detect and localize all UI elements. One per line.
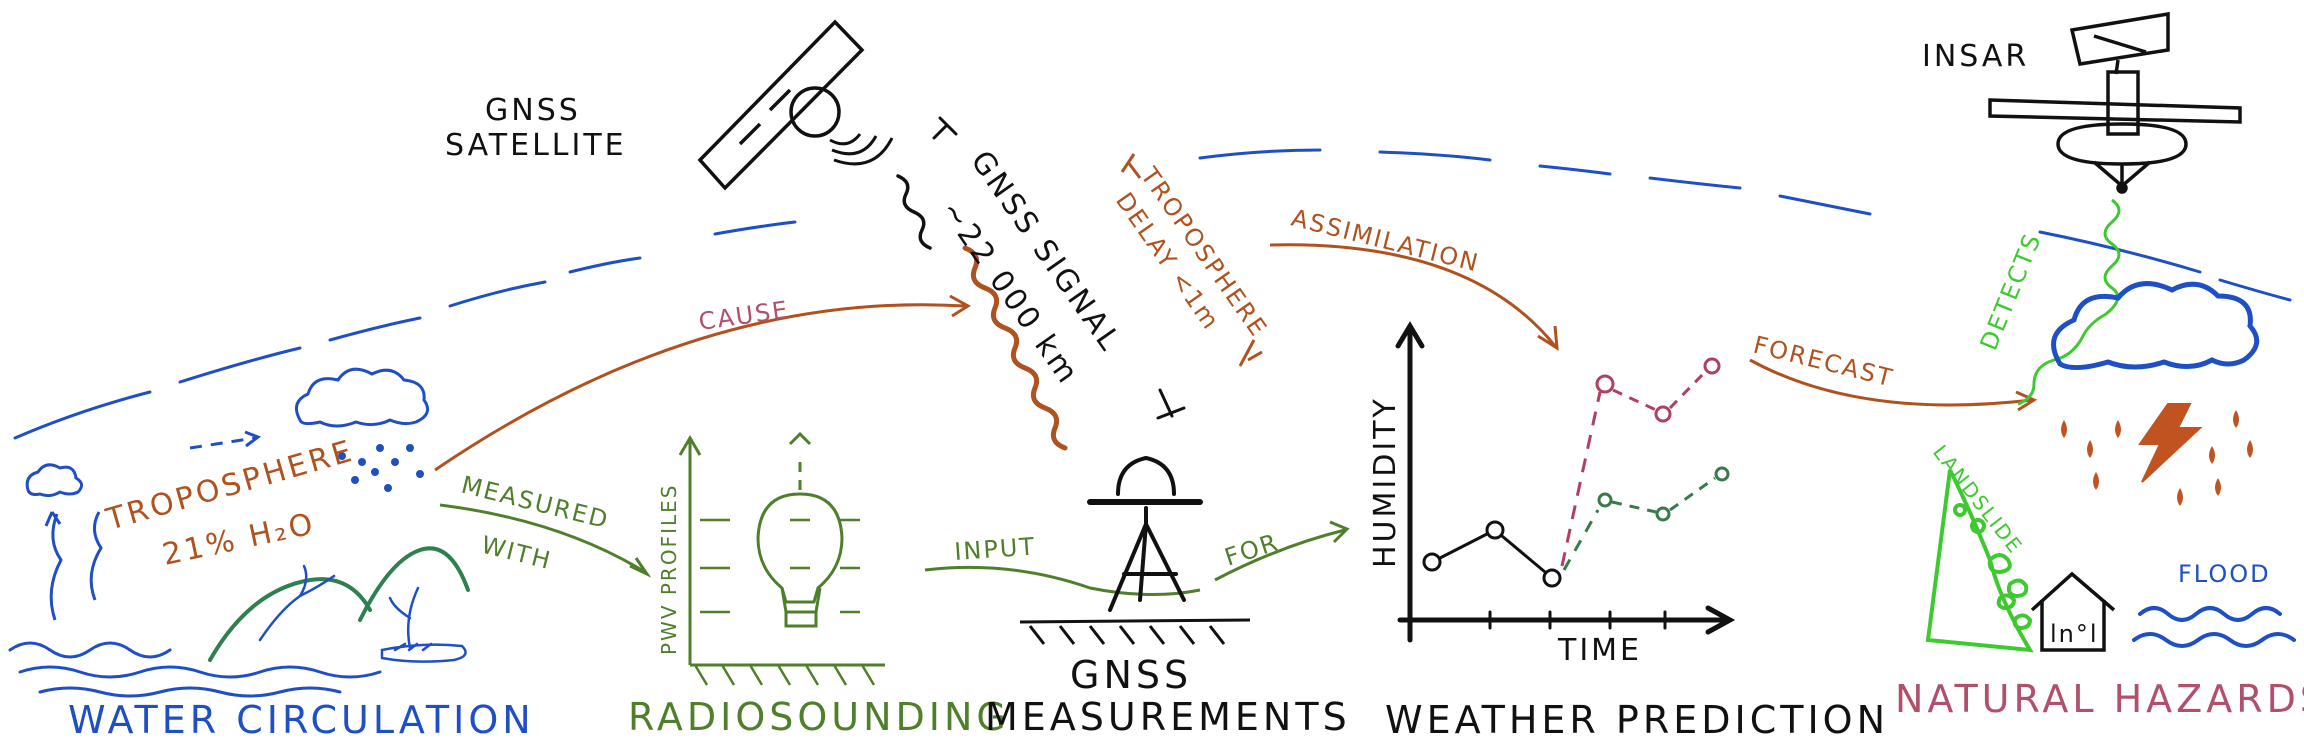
storm-cloud-icon <box>2051 281 2260 370</box>
storm-rain-drops <box>2061 410 2253 506</box>
detects-label: DETECTS <box>1975 229 2047 355</box>
measured-with-arrow: MEASURED WITH <box>439 471 652 578</box>
forecast-label: FORECAST <box>1751 331 1897 393</box>
lightning-icon <box>2138 403 2203 483</box>
radiosounding-group: PWV PROFILES RADIOSOUNDING <box>628 431 1010 739</box>
gnss-satellite-group: GNSS SATELLITE <box>445 19 894 191</box>
atmosphere-arc <box>13 148 2292 440</box>
house-sign: ln°l <box>2050 620 2099 648</box>
cause-label: CAUSE <box>697 296 791 336</box>
satellite-label: SATELLITE <box>445 128 627 163</box>
radiosounding-title: RADIOSOUNDING <box>628 695 1010 739</box>
pwv-profiles-label: PWV PROFILES <box>657 484 681 655</box>
rain-drops-icon <box>338 444 424 492</box>
house-icon <box>2030 571 2116 652</box>
humidity-time-axes <box>1395 321 1736 643</box>
for-arrow: FOR <box>1214 520 1350 582</box>
weather-prediction-title: WEATHER PREDICTION <box>1385 698 1889 742</box>
gnss-label: GNSS <box>485 93 581 128</box>
gnss-measurements-title-l2: MEASUREMENTS <box>985 695 1351 739</box>
gnss-measurements-group: GNSS MEASUREMENTS <box>985 455 1351 739</box>
cloud-small-icon <box>25 463 83 498</box>
detects-wave <box>2017 198 2121 406</box>
humidity-forecast-pink <box>1560 357 1721 567</box>
cloud-icon <box>294 367 430 428</box>
time-axis-label: TIME <box>1557 633 1642 668</box>
cause-arrow: CAUSE <box>434 294 971 472</box>
assimilation-arrow: ASSIMILATION <box>1269 204 1559 351</box>
water-circulation-title: WATER CIRCULATION <box>68 698 535 742</box>
troposphere-delay: TROPOSPHERE DELAY <1m <box>1110 153 1273 367</box>
ground-hatching <box>693 664 876 686</box>
gnss-signal: GNSS SIGNAL ~22 000 km <box>896 116 1186 451</box>
evaporation-swirls <box>44 511 103 621</box>
troposphere-label: TROPOSPHERE <box>102 434 359 538</box>
humidity-observed-line <box>1422 520 1562 588</box>
input-label: INPUT <box>953 532 1036 566</box>
water-waves <box>8 641 382 698</box>
flood-label: FLOOD <box>2178 560 2271 588</box>
flood-waves-icon <box>2132 606 2296 648</box>
landslide-label: LANDSLIDE <box>1928 440 2028 558</box>
insar-group: INSAR DETECTS <box>1922 11 2242 406</box>
weather-balloon-icon <box>756 431 844 628</box>
weather-prediction-group: HUMIDITY TIME WEATHER PREDICTION <box>1368 321 1889 742</box>
gnss-antenna-icon <box>1087 455 1203 612</box>
humidity-axis-label: HUMIDITY <box>1368 396 1403 568</box>
pwv-axis <box>678 435 885 667</box>
evaporation-arrow <box>189 436 256 450</box>
gnss-measurements-title-l1: GNSS <box>1070 653 1192 697</box>
humidity-forecast-green <box>1562 466 1730 571</box>
water-circulation-group: TROPOSPHERE 21% H₂O WATER CIRCULATION <box>8 367 535 742</box>
input-arrow: INPUT <box>924 532 1201 597</box>
ground-hatching-gnss <box>1019 618 1251 645</box>
for-label: FOR <box>1221 528 1282 572</box>
insar-satellite-icon <box>1988 11 2242 194</box>
mountains <box>208 546 470 663</box>
with-label: WITH <box>479 531 555 575</box>
natural-hazards-title: NATURAL HAZARDS <box>1895 677 2304 721</box>
landslide-icon <box>1925 469 2034 653</box>
gnss-satellite-icon <box>697 19 894 191</box>
natural-hazards-group: LANDSLIDE ln°l FLOOD NATURAL HAZARDS <box>1895 281 2304 721</box>
assimilation-label: ASSIMILATION <box>1289 204 1483 278</box>
insar-label: INSAR <box>1922 39 2029 74</box>
